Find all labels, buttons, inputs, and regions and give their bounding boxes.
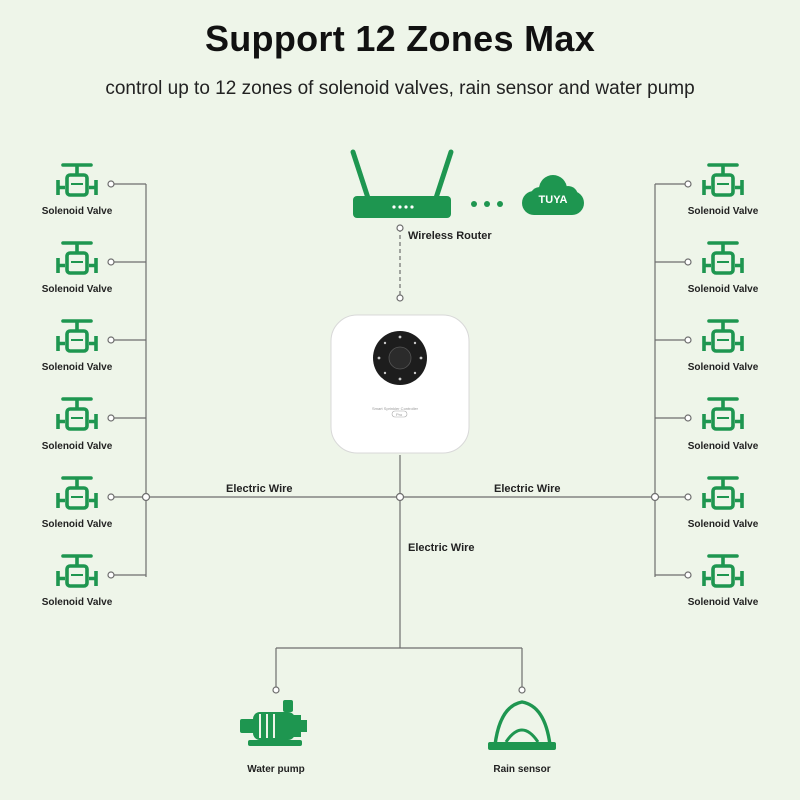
solenoid-valve-icon (702, 241, 744, 275)
solenoid-valve-icon (56, 163, 98, 197)
solenoid-valve-icon (702, 476, 744, 510)
wire-label-center: Electric Wire (408, 542, 475, 554)
rain-sensor-icon (488, 700, 556, 750)
router-label: Wireless Router (408, 230, 492, 242)
valve-label-right-5: Solenoid Valve (687, 519, 759, 530)
valve-label-left-5: Solenoid Valve (41, 519, 113, 530)
wire-label-right: Electric Wire (494, 483, 561, 495)
solenoid-valve-icon (702, 554, 744, 588)
solenoid-valve-icon (702, 319, 744, 353)
controller-name: Smart Sprinkler Controller (372, 406, 419, 411)
connection-dots (471, 201, 503, 207)
solenoid-valve-icon (56, 397, 98, 431)
valve-label-left-2: Solenoid Valve (41, 284, 113, 295)
valve-label-right-4: Solenoid Valve (687, 441, 759, 452)
solenoid-valve-icon (702, 397, 744, 431)
controller-badge: Pro (396, 412, 403, 417)
valve-label-left-1: Solenoid Valve (41, 206, 113, 217)
controller-device (330, 314, 470, 454)
page-subtitle: control up to 12 zones of solenoid valve… (105, 78, 695, 99)
solenoid-valve-icon (56, 476, 98, 510)
solenoid-valve-icon (56, 554, 98, 588)
water-pump-icon (240, 700, 307, 746)
solenoid-valve-icon (56, 319, 98, 353)
valve-label-right-3: Solenoid Valve (687, 362, 759, 373)
valve-label-left-6: Solenoid Valve (41, 597, 113, 608)
valve-label-left-4: Solenoid Valve (41, 441, 113, 452)
wire-label-left: Electric Wire (226, 483, 293, 495)
solenoid-valve-icon (56, 241, 98, 275)
router-icon (350, 149, 454, 218)
pump-label: Water pump (247, 764, 305, 775)
rain-sensor-label: Rain sensor (493, 764, 551, 775)
page-title: Support 12 Zones Max (204, 18, 596, 59)
cloud-icon (522, 175, 584, 215)
cloud-label: TUYA (538, 194, 568, 206)
solenoid-valve-icon (702, 163, 744, 197)
valve-label-right-1: Solenoid Valve (687, 206, 759, 217)
valve-label-right-6: Solenoid Valve (687, 597, 759, 608)
valve-label-left-3: Solenoid Valve (41, 362, 113, 373)
valve-label-right-2: Solenoid Valve (687, 284, 759, 295)
